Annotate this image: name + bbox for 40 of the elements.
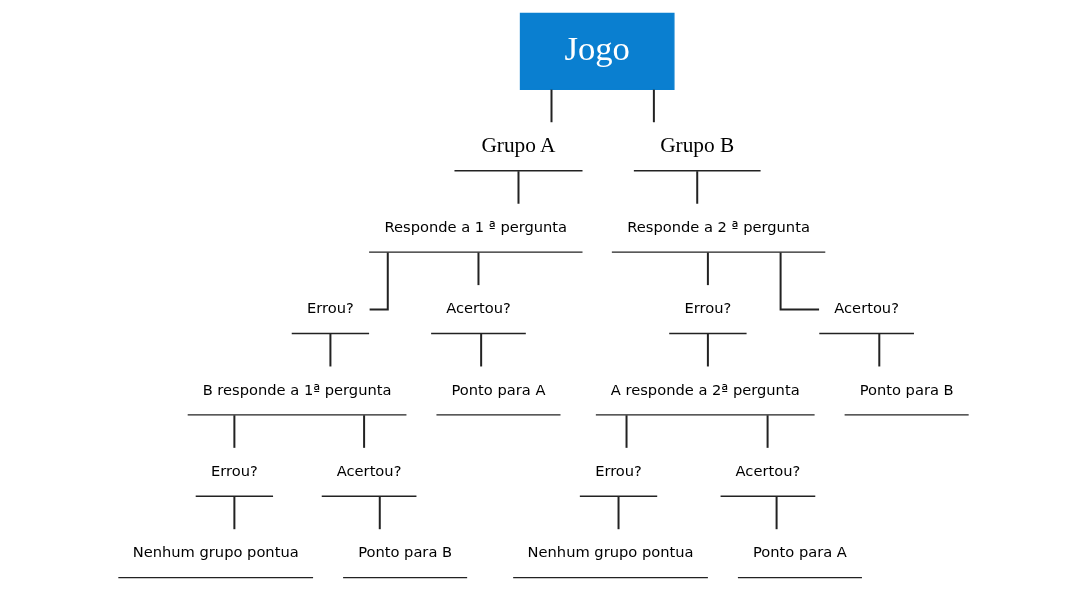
node-text: Grupo B [660,132,735,157]
node-text: Nenhum grupo pontua [132,543,299,561]
connector [775,495,778,531]
node-text: Nenhum grupo pontua [527,543,694,561]
connector [233,414,236,449]
node-text: Errou? [210,461,258,479]
connector [878,332,881,368]
connector [706,251,709,287]
node-text: Errou? [307,299,354,317]
connector [477,251,480,287]
node-text: Acertou? [336,461,402,479]
node-text: Errou? [595,461,642,479]
connector [480,332,483,368]
node-text: Responde a 1 ª pergunta [384,217,568,235]
connector [696,170,699,205]
connector [625,414,628,449]
node-text: Ponto para B [859,380,954,398]
connector [779,251,821,311]
node-text: Grupo A [481,132,556,157]
node-text: Acertou? [446,299,511,317]
node-text: A responde a 2ª pergunta [610,380,800,398]
connector [652,88,655,124]
connector [517,170,520,205]
node-text: Ponto para A [752,543,847,561]
node-text: Acertou? [834,299,899,317]
connector [766,414,769,449]
connector [363,414,366,449]
node-text: B responde a 1ª pergunta [202,380,392,398]
connector [706,332,709,368]
node-text: Ponto para B [358,543,453,561]
connector [233,495,236,531]
node-box: Jogo [519,12,675,91]
connector [378,495,381,531]
node-text: Acertou? [735,461,801,479]
node-text: Errou? [684,299,732,317]
connector [550,88,553,124]
node-text: Ponto para A [451,380,546,398]
connector [617,495,620,531]
node-text: Responde a 2 ª pergunta [627,217,810,235]
connector [329,332,332,368]
